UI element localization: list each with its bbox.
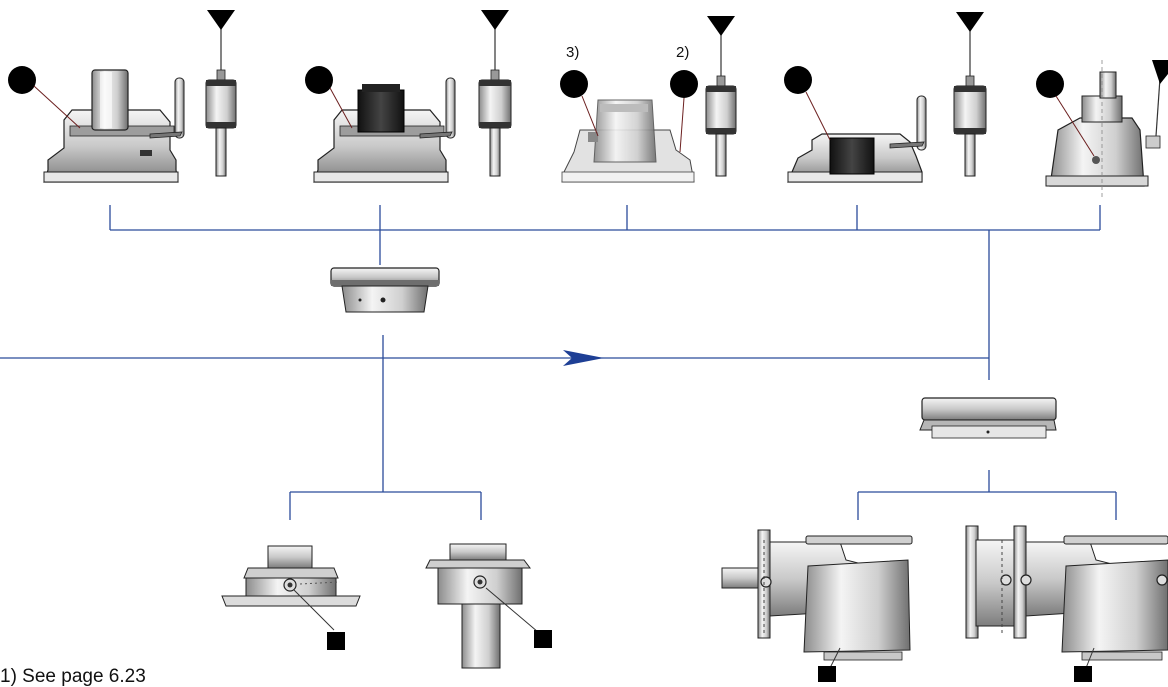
sensor-unit-3 — [705, 34, 737, 177]
callout-label-3: 3) — [566, 44, 580, 61]
callout-leader-line — [805, 91, 831, 141]
triangle-marker-icon — [707, 16, 735, 36]
position-marker-icon — [560, 70, 588, 98]
square-marker-icon — [534, 630, 552, 648]
square-marker-icon — [327, 632, 345, 650]
footnote: 1) See page 6.23 — [0, 666, 146, 687]
callout-leader-line — [1055, 95, 1095, 157]
triangle-marker-icon — [207, 10, 235, 30]
position-marker-icon — [8, 66, 36, 94]
callout-leader-line — [679, 97, 685, 153]
position-marker-icon — [1036, 70, 1064, 98]
gearbox-bottom-left-1 — [221, 545, 361, 631]
sensor-unit-1 — [205, 28, 237, 177]
position-marker-icon — [784, 66, 812, 94]
callout-leader-line — [33, 85, 81, 129]
top-unit-2 — [313, 77, 456, 183]
square-marker-icon — [818, 666, 836, 682]
gearbox-bottom-left-2 — [425, 543, 539, 669]
gearbox-bottom-right-2 — [965, 525, 1168, 669]
triangle-marker-icon — [481, 10, 509, 30]
callout-leader-line — [581, 95, 599, 137]
flow-arrow-icon — [563, 350, 604, 366]
callout-leader-line — [329, 87, 353, 129]
gearbox-bottom-right-1 — [721, 529, 913, 669]
square-marker-icon — [1074, 666, 1092, 682]
position-marker-icon — [670, 70, 698, 98]
top-unit-3 — [561, 99, 695, 183]
triangle-marker-icon — [956, 12, 984, 32]
callout-label-2: 2) — [676, 44, 690, 61]
top-unit-1 — [43, 69, 185, 183]
top-unit-4 — [787, 95, 927, 183]
adapter-flange-right — [919, 397, 1057, 439]
triangle-marker-icon — [1152, 60, 1168, 84]
position-marker-icon — [305, 66, 333, 94]
sensor-unit-2 — [478, 28, 512, 177]
top-unit-5 — [1045, 60, 1161, 200]
sensor-unit-4 — [953, 30, 987, 177]
connector-lines — [0, 205, 1117, 520]
adapter-flange-left — [330, 267, 440, 313]
